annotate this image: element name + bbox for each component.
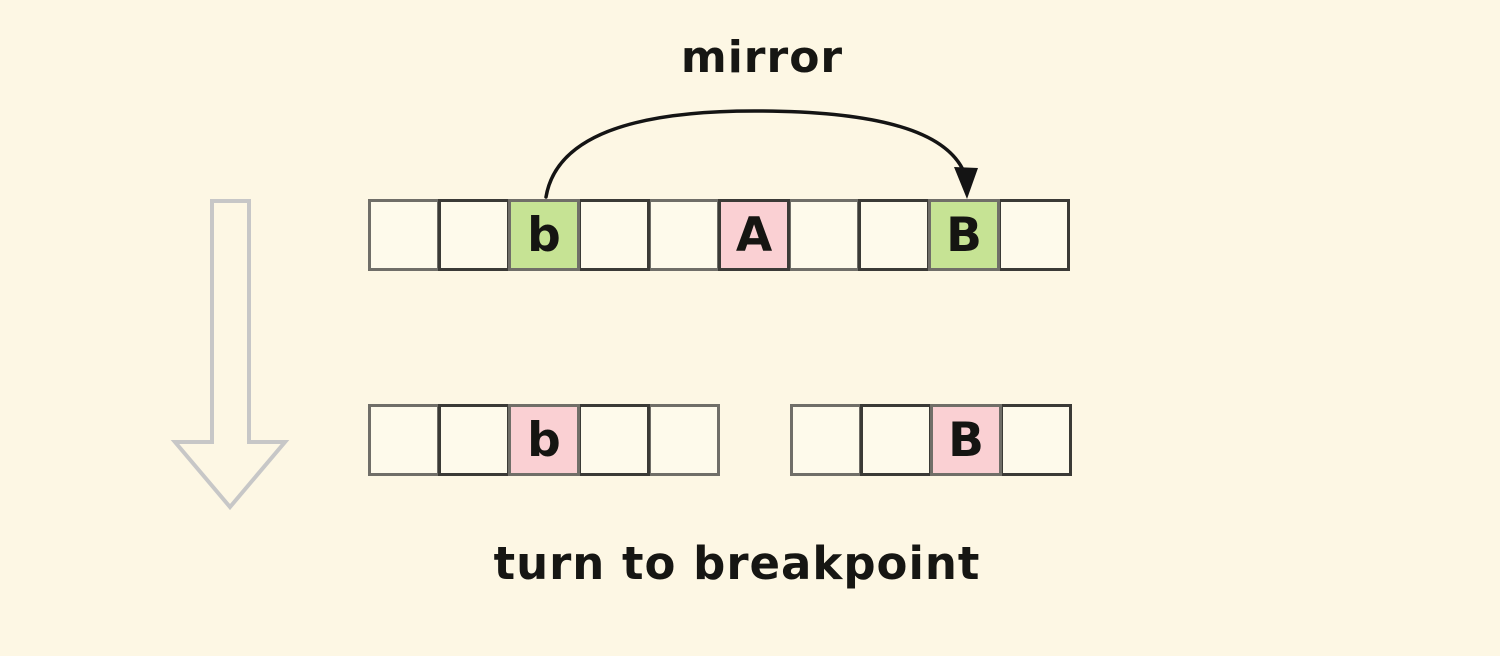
array-cell-empty [858, 199, 930, 271]
mirror-label: mirror [680, 32, 844, 83]
array-cell-empty [368, 199, 440, 271]
array-bottom-right: B [790, 404, 1072, 476]
array-bottom-left: b [368, 404, 720, 476]
array-cell-A: A [718, 199, 790, 271]
array-cell-empty [998, 199, 1070, 271]
array-cell-empty [648, 404, 720, 476]
mirror-arrow-curve [544, 109, 966, 199]
array-cell-B: B [928, 199, 1000, 271]
array-cell-empty [1000, 404, 1072, 476]
mirror-arrowhead-icon [954, 167, 978, 199]
array-cell-empty [368, 404, 440, 476]
array-cell-B: B [930, 404, 1002, 476]
array-cell-empty [438, 199, 510, 271]
down-arrow-icon [170, 199, 290, 511]
array-cell-empty [438, 404, 510, 476]
array-cell-empty [788, 199, 860, 271]
caption-label: turn to breakpoint [493, 537, 981, 590]
array-cell-empty [648, 199, 720, 271]
array-cell-empty [790, 404, 862, 476]
array-cell-b: b [508, 199, 580, 271]
array-cell-b: b [508, 404, 580, 476]
array-cell-empty [578, 199, 650, 271]
array-cell-empty [860, 404, 932, 476]
array-cell-empty [578, 404, 650, 476]
